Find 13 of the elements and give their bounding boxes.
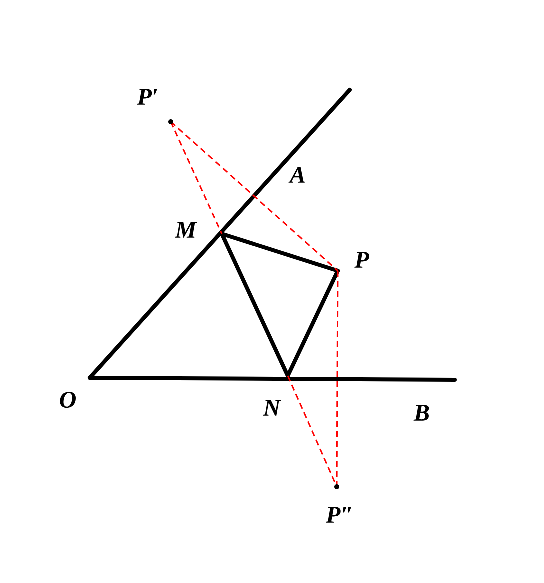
point-label: N (263, 400, 282, 416)
ray-label: A (288, 167, 306, 183)
point-label: P (354, 252, 370, 268)
dashed-line (336, 271, 339, 487)
line-segment (286, 269, 340, 378)
line-segment (88, 376, 457, 382)
dashed-line (170, 122, 223, 234)
point-label: P″ (326, 507, 352, 523)
point-label: M (175, 222, 198, 238)
point-label: P′ (137, 89, 158, 105)
point-label: O (60, 392, 76, 408)
ray-label: B (414, 405, 430, 421)
dashed-line (170, 121, 338, 272)
